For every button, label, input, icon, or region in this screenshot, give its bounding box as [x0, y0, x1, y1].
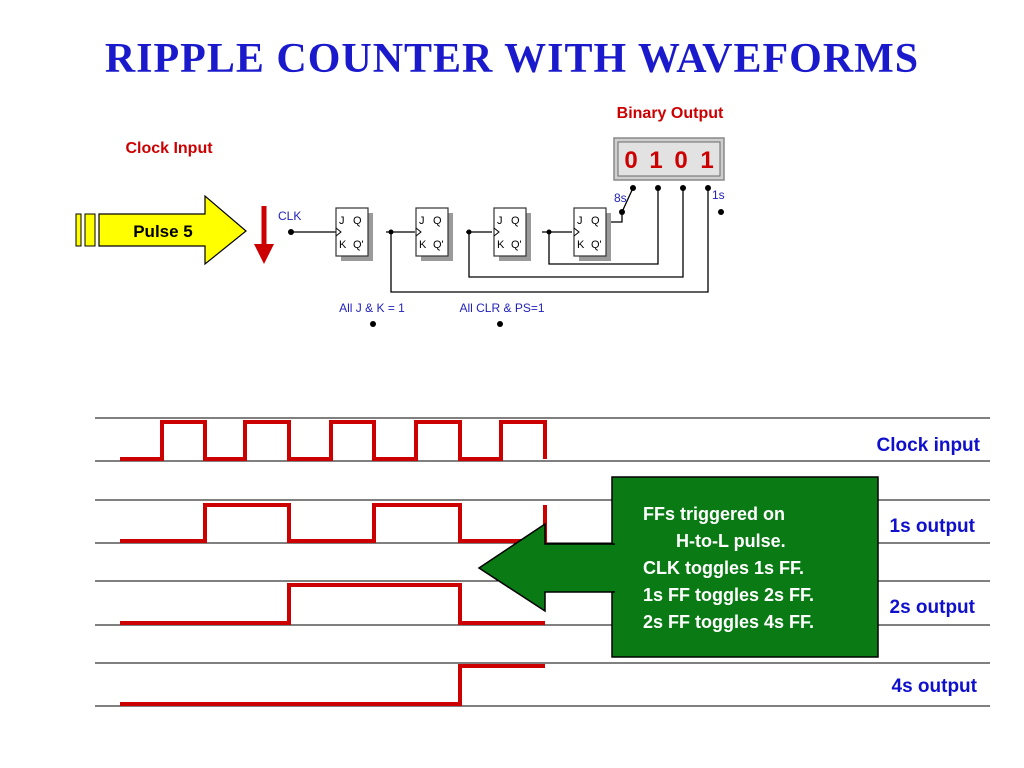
note-line-5: 2s FF toggles 4s FF.: [643, 612, 814, 632]
2s-waveform: [120, 583, 545, 625]
1s-output-label: 1s output: [890, 516, 976, 537]
wire-8s-output: [610, 212, 623, 223]
binary-digit-2s: 0: [674, 147, 687, 174]
note-line-3: CLK toggles 1s FF.: [643, 558, 804, 578]
1s-waveform: [120, 503, 547, 543]
weight-1s-label: 1s: [712, 188, 725, 202]
note-line-2: H-to-L pulse.: [676, 531, 786, 551]
ff3-clock-triangle-icon: [493, 227, 500, 237]
junction-1: [388, 229, 394, 235]
ff3-q-pin: Q: [511, 215, 520, 227]
ff1-k-pin: K: [339, 239, 347, 251]
pulse-arrow: Pulse 5: [75, 194, 247, 266]
flip-flop-1: J Q K Q': [335, 207, 373, 261]
pulse-arrow-shape: [98, 194, 247, 266]
wire-2s-output: [468, 188, 684, 278]
binary-display: 0 1 0 1: [613, 137, 725, 191]
all-jk-dot: [370, 321, 376, 327]
clock-waveform: [120, 420, 547, 461]
note-box: [611, 476, 879, 658]
page-title: RIPPLE COUNTER WITH WAVEFORMS: [105, 36, 919, 82]
flip-flop-4: J Q K Q': [573, 207, 611, 261]
ff2-j-pin: J: [419, 215, 425, 227]
ff1-clock-triangle-icon: [335, 227, 342, 237]
ff1-j-pin: J: [339, 215, 345, 227]
ff3-qbar-pin: Q': [511, 239, 522, 251]
binary-digit-1s: 1: [700, 147, 713, 174]
4s-waveform: [120, 664, 545, 706]
ff3-k-pin: K: [497, 239, 505, 251]
ff1-q-pin: Q: [353, 215, 362, 227]
ff2-q-pin: Q: [433, 215, 442, 227]
all-clr-ps-label: All CLR & PS=1: [459, 301, 544, 315]
ff4-q-pin: Q: [591, 215, 600, 227]
4s-output-label: 4s output: [892, 676, 978, 697]
ff2-k-pin: K: [419, 239, 427, 251]
note-line-1: FFs triggered on: [643, 504, 785, 524]
falling-edge-arrow-icon: [254, 206, 274, 264]
wire-8s-to-display: [621, 187, 634, 213]
pulse-bar-1: [75, 213, 82, 247]
binary-digit-8s: 0: [624, 147, 637, 174]
note-callout: FFs triggered on H-to-L pulse. CLK toggl…: [477, 476, 879, 658]
ff2-clock-triangle-icon: [415, 227, 422, 237]
ff3-j-pin: J: [497, 215, 503, 227]
weight-8s-label: 8s: [614, 191, 627, 205]
pin-1s-dot: [718, 209, 724, 215]
wire-4s-output: [548, 188, 659, 265]
junction-3: [546, 229, 552, 235]
flip-flop-3: J Q K Q': [493, 207, 531, 261]
wire-1s-output: [390, 188, 709, 293]
clock-input-waveform-label: Clock input: [877, 435, 981, 456]
binary-output-label: Binary Output: [617, 105, 724, 122]
note-line-4: 1s FF toggles 2s FF.: [643, 585, 814, 605]
2s-output-label: 2s output: [890, 597, 976, 618]
ff2-qbar-pin: Q': [433, 239, 444, 251]
clock-input-label: Clock Input: [125, 140, 213, 157]
pulse-label: Pulse 5: [133, 222, 193, 241]
binary-digit-4s: 1: [649, 147, 662, 174]
ff4-k-pin: K: [577, 239, 585, 251]
ff1-qbar-pin: Q': [353, 239, 364, 251]
junction-2: [466, 229, 472, 235]
ff4-clock-triangle-icon: [573, 227, 580, 237]
clk-label: CLK: [278, 209, 301, 223]
all-jk-label: All J & K = 1: [339, 301, 405, 315]
ff4-qbar-pin: Q': [591, 239, 602, 251]
flip-flop-2: J Q K Q': [415, 207, 453, 261]
ff4-j-pin: J: [577, 215, 583, 227]
all-clr-ps-dot: [497, 321, 503, 327]
falling-edge-arrow-head: [254, 244, 274, 264]
note-arrow-join: [547, 545, 617, 591]
pulse-bar-2: [84, 213, 96, 247]
binary-display-panel: [617, 141, 721, 177]
